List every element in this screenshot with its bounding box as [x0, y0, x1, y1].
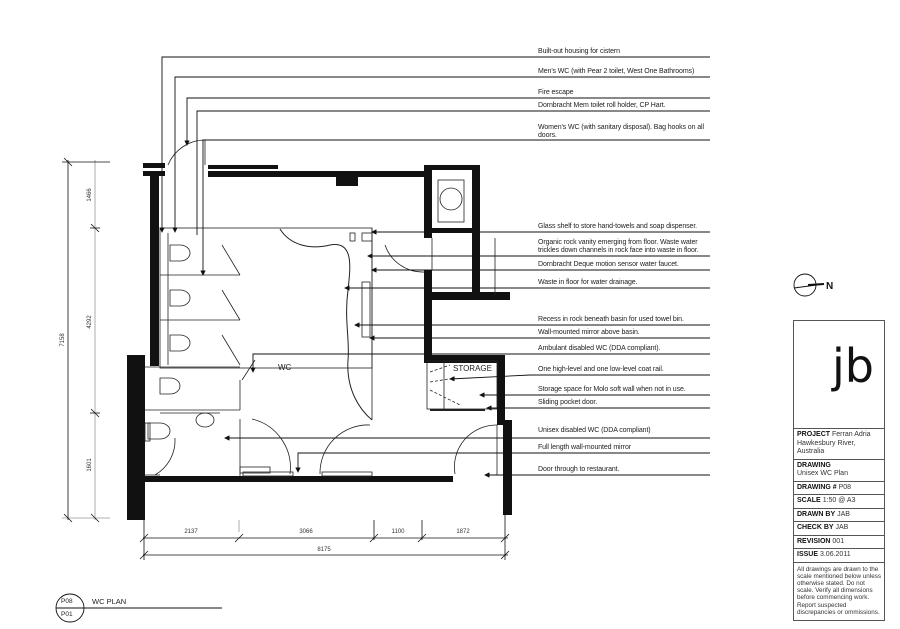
dim-vertical-3: 1601: [87, 458, 93, 472]
view-title-bubble: [55, 593, 222, 623]
room-label-storage: STORAGE: [453, 364, 492, 373]
title-block: PROJECT Ferran Adria Hawkesbury River, A…: [793, 428, 885, 621]
horizontal-dimensions: [139, 512, 510, 560]
north-label: N: [826, 281, 834, 292]
drawing-label: DRAWING: [797, 461, 831, 469]
title-disclaimer: All drawings are drawn to the scale ment…: [797, 565, 882, 616]
walls: [127, 163, 512, 520]
view-ref-number: P01: [61, 611, 73, 618]
dim-vertical-1: 1466: [87, 188, 93, 202]
interior-lines: [144, 139, 498, 477]
note-towel-bin: Recess in rock beneath basin for used to…: [538, 316, 684, 323]
note-ambulant-wc: Ambulant disabled WC (DDA compliant).: [538, 345, 661, 352]
note-cistern: Built-out housing for cistern: [538, 48, 620, 55]
title-project: PROJECT Ferran Adria Hawkesbury River, A…: [794, 429, 884, 460]
logo: jb: [832, 339, 874, 393]
drawn-by-value: JAB: [837, 510, 850, 518]
project-value: Ferran Adria Hawkesbury River, Australia: [797, 431, 871, 455]
leader-lines: [159, 56, 710, 478]
dim-horizontal-2: 3066: [299, 529, 313, 535]
view-ref-sheet: P08: [61, 598, 73, 605]
title-issue: ISSUE 3.06.2011: [794, 549, 884, 563]
view-title: WC PLAN: [92, 597, 127, 606]
note-molo-storage: Storage space for Molo soft wall when no…: [538, 386, 686, 393]
dim-horizontal-4: 1872: [456, 529, 470, 535]
drawing-number-label: DRAWING #: [797, 483, 837, 491]
note-glass-shelf: Glass shelf to store hand-towels and soa…: [538, 223, 698, 230]
title-drawn-by: DRAWN BY JAB: [794, 509, 884, 522]
issue-label: ISSUE: [797, 551, 819, 558]
title-drawing-number: DRAWING # P08: [794, 482, 884, 495]
drawing-value: Unisex WC Plan: [797, 470, 848, 477]
dim-horizontal-1: 2137: [184, 529, 198, 535]
title-scale: SCALE 1:50 @ A3: [794, 495, 884, 509]
dim-vertical-2: 4292: [87, 315, 93, 329]
issue-value: 3.06.2011: [819, 551, 851, 558]
dim-horizontal-overall: 8175: [317, 547, 331, 553]
logo-panel: jb: [793, 320, 885, 428]
note-womens-wc: Women's WC (with sanitary disposal). Bag…: [538, 124, 704, 139]
note-restaurant-door: Door through to restaurant.: [538, 466, 620, 473]
dim-horizontal-3: 1100: [392, 529, 406, 535]
north-arrow-icon: [793, 273, 825, 297]
drawn-by-label: DRAWN BY: [797, 510, 836, 518]
note-full-mirror: Full length wall-mounted mirror: [538, 444, 631, 451]
note-faucet: Dornbracht Deque motion sensor water fau…: [538, 261, 679, 268]
note-rock-vanity: Organic rock vanity emerging from floor.…: [538, 239, 699, 254]
title-revision: REVISION 001: [794, 536, 884, 549]
note-unisex-wc: Unisex disabled WC (DDA compliant): [538, 427, 651, 434]
check-by-value: JAB: [835, 524, 849, 531]
note-mens-wc: Men's WC (with Pear 2 toilet, West One B…: [538, 68, 695, 75]
drawing-number-value: P08: [838, 483, 852, 491]
note-floor-waste: Waste in floor for water drainage.: [538, 279, 638, 286]
project-label: PROJECT: [797, 431, 831, 438]
title-drawing: DRAWING Unisex WC Plan: [794, 460, 884, 482]
note-mirror-basin: Wall-mounted mirror above basin.: [538, 329, 640, 336]
scale-label: SCALE: [797, 497, 821, 504]
title-check-by: CHECK BY JAB: [794, 522, 884, 536]
note-roll-holder: Dornbracht Mem toilet roll holder, CP Ha…: [538, 102, 666, 109]
note-pocket-door: Sliding pocket door.: [538, 399, 598, 406]
revision-label: REVISION: [797, 537, 831, 545]
note-fire-escape: Fire escape: [538, 89, 574, 96]
note-coat-rail: One high-level and one low-level coat ra…: [538, 366, 664, 373]
room-label-wc: WC: [278, 363, 292, 372]
revision-value: 001: [832, 537, 845, 545]
scale-value: 1:50 @ A3: [822, 497, 856, 504]
dim-vertical-overall: 7158: [60, 333, 66, 347]
vertical-dimensions: [62, 157, 110, 523]
check-by-label: CHECK BY: [797, 524, 834, 531]
